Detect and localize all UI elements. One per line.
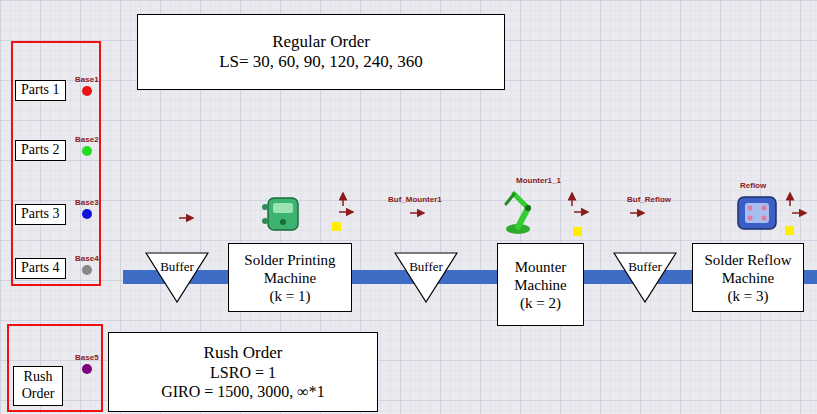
flow-arrow [410,212,424,214]
buffer-outline [146,253,208,302]
reflow-window [745,203,769,223]
node-title: Parts 2 [21,142,60,159]
node-title: Solder Reflow Machine [699,251,797,287]
buffer-label: Buffer [160,259,194,275]
buffer-label: Buffer [409,259,443,275]
status-marker [785,226,794,235]
node-title: Rush Order [17,369,59,403]
node-title: Mounter Machine [504,258,577,294]
element-label: Base3 [75,199,99,207]
status-marker [573,227,582,236]
element-label: Buf_Reflow [627,196,671,204]
robot-arm [518,208,528,227]
parts-box: Parts 4 [15,258,66,279]
reflow-body [738,197,776,229]
node-text: LS= 30, 60, 90, 120, 240, 360 [146,52,496,72]
flow-arrow [342,193,344,206]
source-dot [82,265,92,275]
robot-gripper [506,194,514,204]
element-label: Base4 [75,255,99,263]
robot-joint [525,205,531,211]
node-title: Parts 4 [21,260,60,277]
flow-arrow [179,217,193,219]
reflow-light [748,216,753,221]
element-label: Base5 [75,354,99,362]
flow-arrow [571,193,573,206]
rush-group-frame [8,325,102,411]
node-text: LSRO = 1 [117,363,369,382]
element-label: Base1 [75,76,99,84]
rush-parts-box: Rush Order [13,366,63,406]
printer-icon [262,198,298,230]
printer-knob [280,219,286,225]
reflow-light [762,216,767,221]
parts-group-frame [12,42,100,285]
order-box: Rush OrderLSRO = 1GIRO = 1500, 3000, ∞*1 [108,332,378,412]
buffer-triangle: Buffer [394,252,458,303]
flow-arrows [179,193,806,218]
status-marker [332,222,341,231]
buffer-outline [614,253,676,302]
machine-box: Solder Printing Machine(k = 1) [228,243,352,312]
flow-arrow [792,212,806,214]
source-dot [82,209,92,219]
order-box: Regular OrderLS= 30, 60, 90, 120, 240, 3… [137,14,505,90]
node-title: Solder Printing Machine [235,251,345,287]
buffer-triangle: Buffer [145,252,209,303]
reflow-light [762,206,767,211]
flow-arrow [574,211,588,213]
machine-box: Mounter Machine(k = 2) [497,243,584,326]
node-text: (k = 2) [504,294,577,312]
node-text: (k = 1) [235,287,345,305]
reflow-light [748,206,753,211]
buffer-outline [395,253,457,302]
parts-box: Parts 3 [15,204,66,225]
node-title: Rush Order [117,343,369,363]
reflow-icon [738,197,776,229]
flow-arrow [789,193,791,206]
robot-icon [506,194,531,234]
printer-roller [262,218,268,224]
node-title: Parts 3 [21,206,60,223]
parts-box: Parts 1 [15,80,66,101]
buffer-triangle: Buffer [613,252,677,303]
printer-roller [262,204,268,210]
node-text: GIRO = 1500, 3000, ∞*1 [117,382,369,401]
source-dot [82,364,92,374]
node-text: (k = 3) [699,287,797,305]
parts-box: Parts 2 [15,140,66,161]
element-label: Base2 [75,136,99,144]
machine-box: Solder Reflow Machine(k = 3) [692,243,804,312]
printer-body [268,198,298,230]
node-title: Parts 1 [21,82,60,99]
flow-arrow [339,211,353,213]
node-title: Regular Order [146,32,496,52]
flow-arrow [630,212,644,214]
element-label: Reflow [740,182,766,190]
element-label: Buf_Mounter1 [388,196,442,204]
printer-panel [273,203,293,213]
element-label: Mounter1_1 [516,177,561,185]
buffer-label: Buffer [628,259,662,275]
source-dot [82,86,92,96]
source-dot [82,146,92,156]
